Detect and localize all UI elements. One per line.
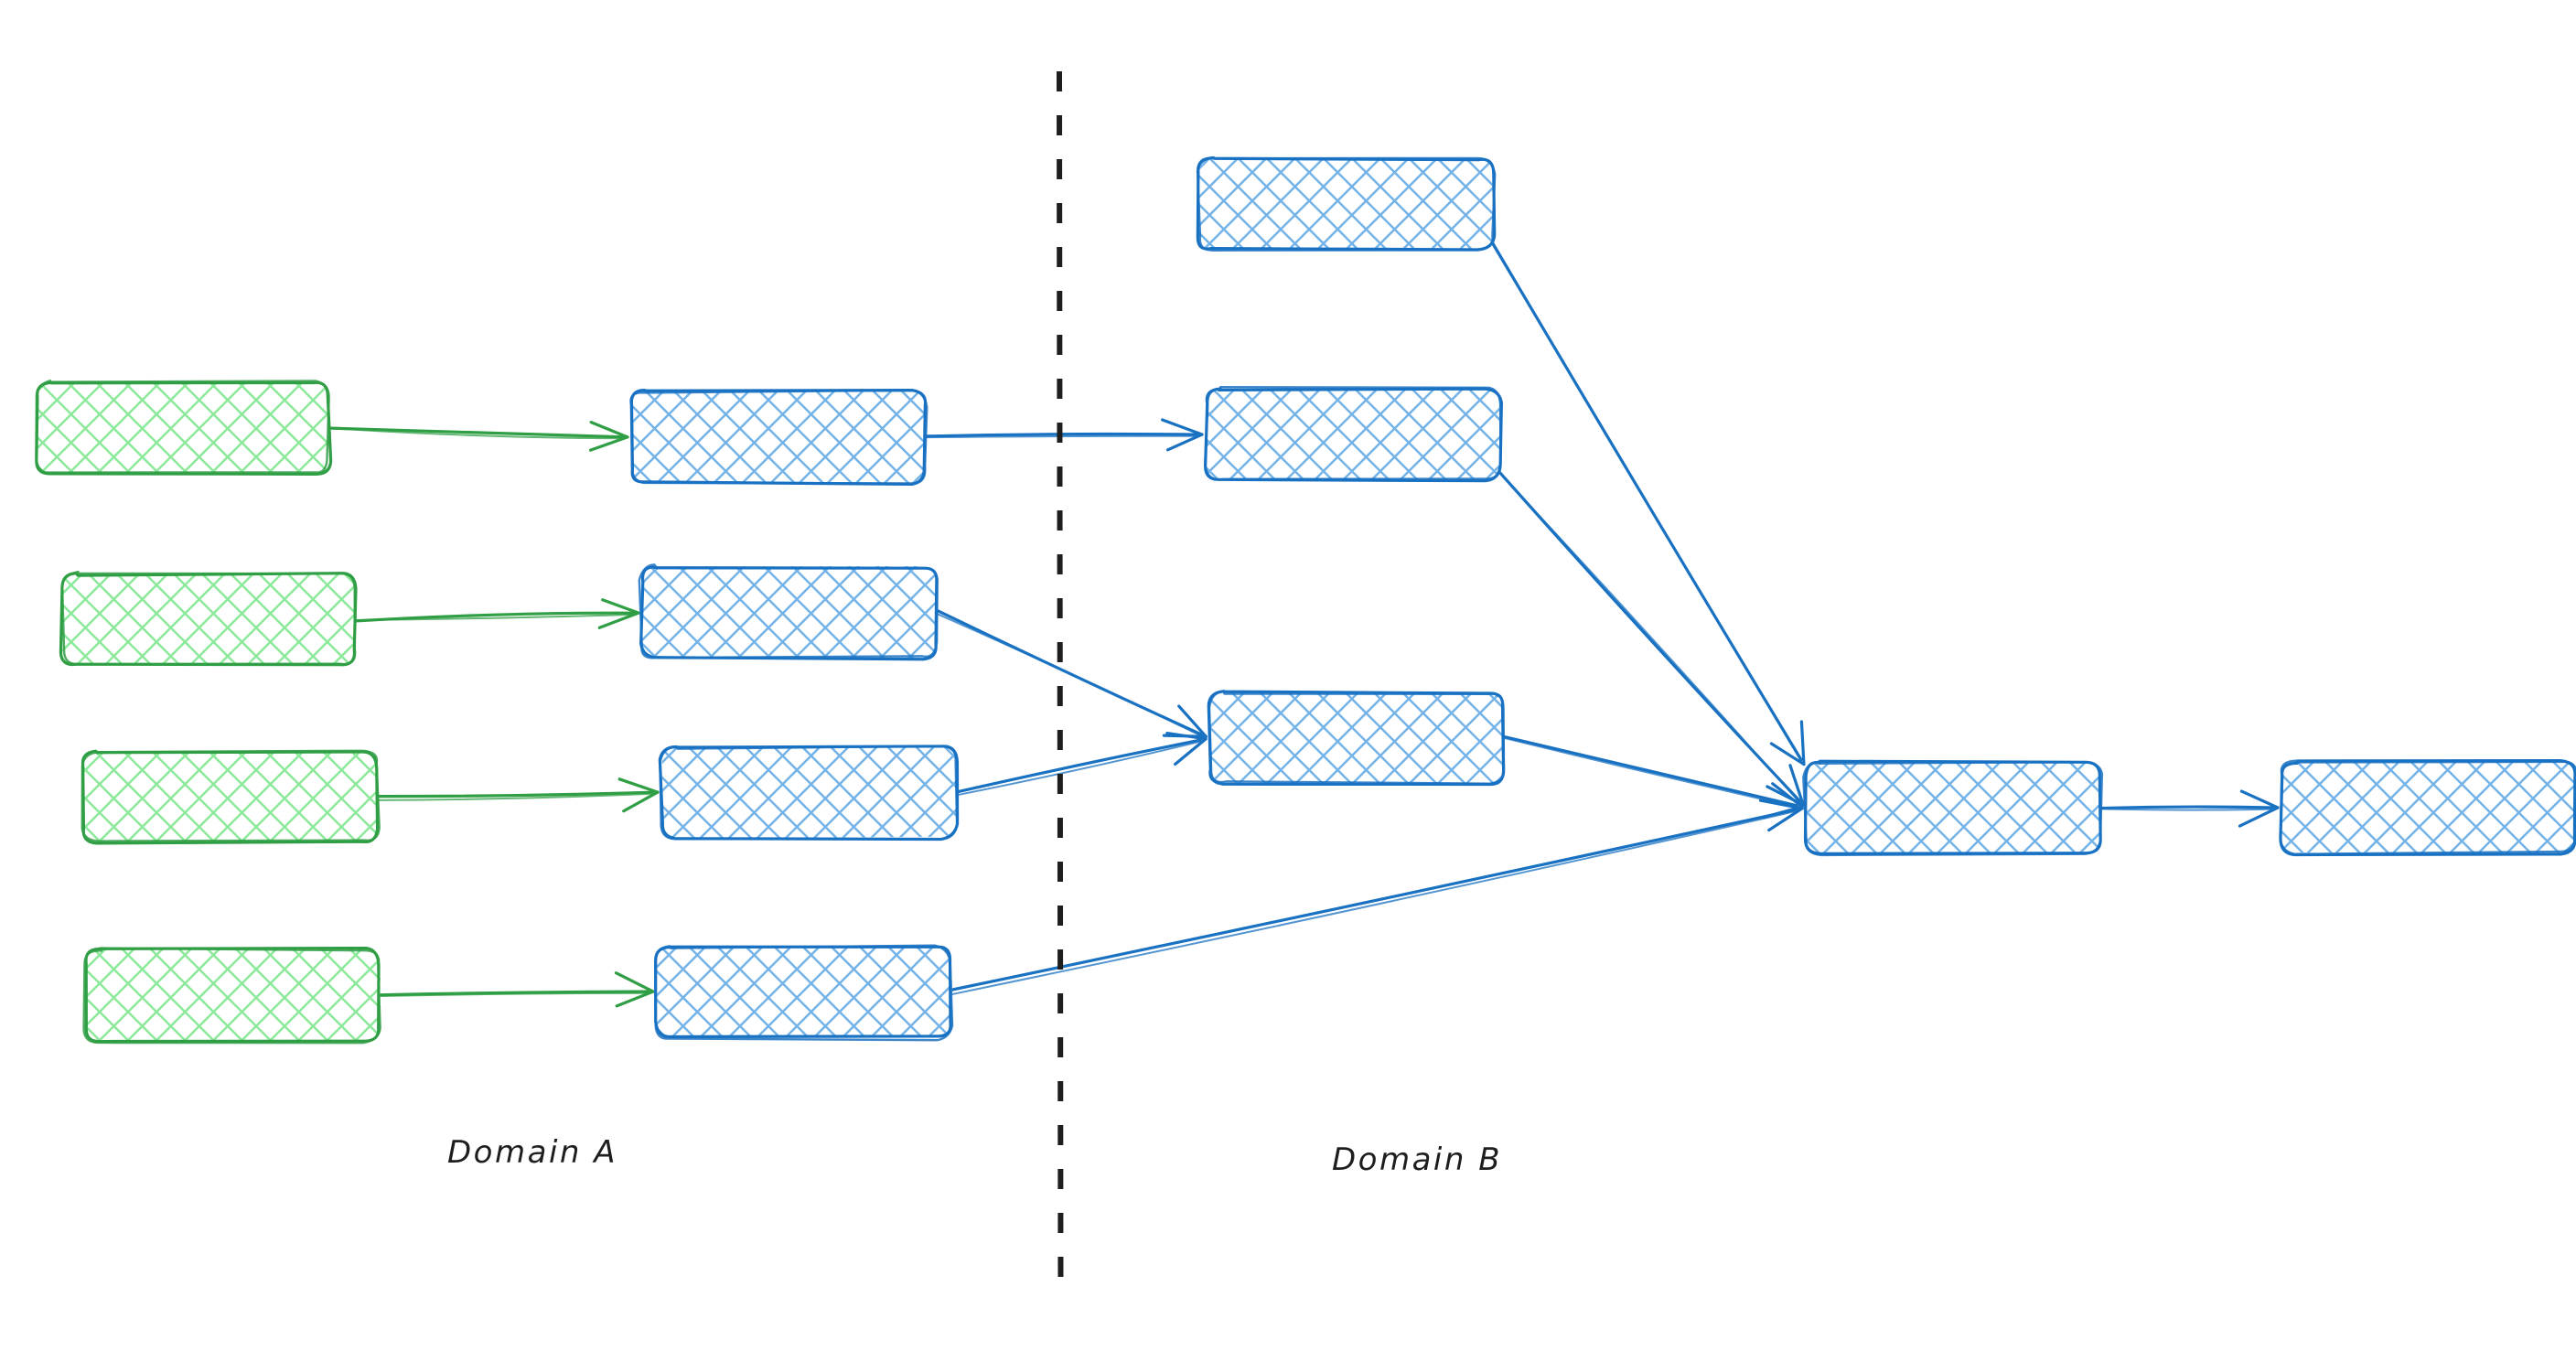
domain-b-box-middle[interactable]	[1207, 690, 1506, 787]
divider-layer	[1057, 70, 1064, 1298]
domain-a-source-box-3-hit[interactable]	[82, 752, 377, 843]
edge-process1-to-b-upper	[926, 418, 1204, 452]
domain-b-label: Domain B	[1331, 1142, 1503, 1178]
domain-a-process-box-4[interactable]	[654, 944, 954, 1042]
domain-divider	[1057, 70, 1064, 1298]
domain-a-process-box-3-hit[interactable]	[661, 746, 956, 838]
edge-layer	[326, 242, 2280, 1008]
edge-process4-to-aggregator	[949, 799, 1804, 996]
domain-a-process-box-1[interactable]	[629, 389, 928, 487]
edge-source4-to-process4	[379, 971, 655, 1008]
domain-b-output-box-hit[interactable]	[2281, 762, 2576, 853]
domain-a-process-box-2[interactable]	[638, 563, 939, 661]
domain-a-source-box-2[interactable]	[59, 570, 358, 667]
domain-a-label: Domain A	[447, 1134, 617, 1171]
domain-a-source-box-1-hit[interactable]	[37, 382, 329, 474]
edge-process2-to-b-middle	[936, 609, 1208, 738]
domain-b-box-upper-hit[interactable]	[1206, 389, 1500, 480]
domain-a-source-box-1[interactable]	[35, 379, 333, 476]
domain-a-process-box-4-hit[interactable]	[657, 946, 951, 1037]
edge-aggregator-to-output	[2098, 789, 2280, 828]
edge-source3-to-process3	[374, 777, 660, 813]
domain-a-process-box-1-hit[interactable]	[631, 391, 926, 483]
domain-a-source-box-3[interactable]	[80, 749, 381, 845]
domain-b-aggregator-box[interactable]	[1802, 759, 2104, 857]
domain-a-process-box-2-hit[interactable]	[642, 567, 937, 659]
domain-b-box-middle-hit[interactable]	[1209, 692, 1504, 784]
domain-b-box-top-hit[interactable]	[1198, 158, 1493, 250]
domain-a-source-box-2-hit[interactable]	[62, 574, 355, 666]
edge-b-upper-to-aggregator	[1497, 469, 1805, 807]
domain-a-process-box-3[interactable]	[658, 745, 960, 841]
edge-source1-to-process1	[326, 421, 629, 452]
domain-a-source-box-4-hit[interactable]	[85, 949, 380, 1041]
edge-b-middle-to-aggregator	[1501, 734, 1804, 820]
domain-b-aggregator-box-hit[interactable]	[1806, 762, 2100, 853]
domain-b-box-upper[interactable]	[1204, 385, 1503, 483]
domain-b-box-top[interactable]	[1196, 155, 1497, 252]
edge-source2-to-process2	[352, 598, 640, 629]
node-layer	[35, 155, 2576, 1045]
edge-process3-to-b-middle	[954, 731, 1208, 797]
domain-a-source-box-4[interactable]	[82, 946, 381, 1045]
edge-b-top-to-aggregator	[1490, 242, 1806, 766]
